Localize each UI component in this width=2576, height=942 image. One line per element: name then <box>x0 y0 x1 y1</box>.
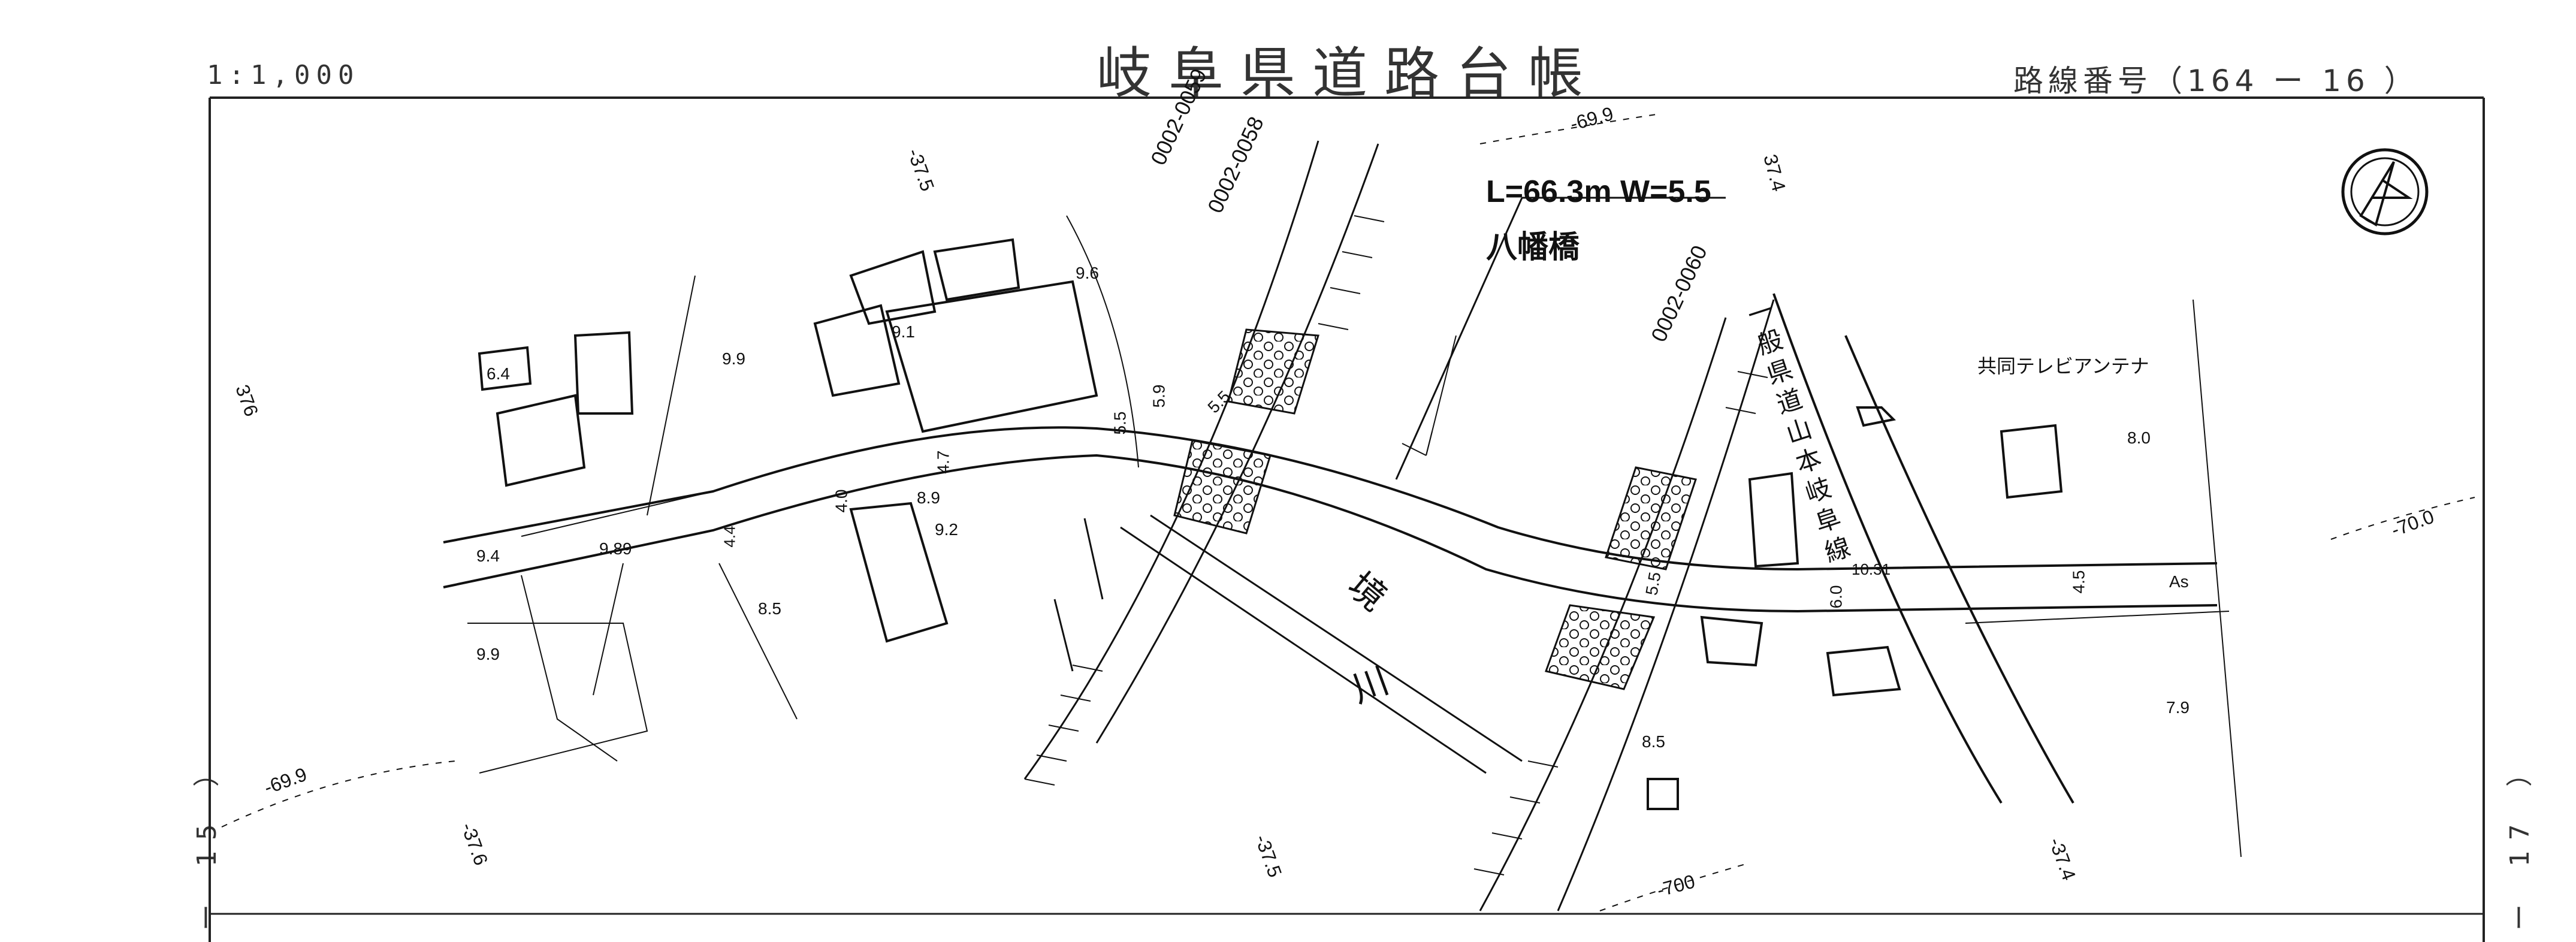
road-width: 4.7 <box>934 450 953 474</box>
map-scale: 1:1,000 <box>207 60 360 90</box>
spot-height: 8.0 <box>2127 428 2151 447</box>
map-frame <box>209 96 2485 942</box>
prefectural-road <box>1772 293 2074 804</box>
road-width: 5.9 <box>1149 384 1168 408</box>
spot-height: 9.9 <box>722 349 745 368</box>
bridge-dimensions: L=66.3m W=5.5 <box>1486 174 1711 209</box>
road-width: 10.31 <box>1852 560 1891 578</box>
spot-height: 8.5 <box>1642 732 1665 751</box>
spot-height: 9.6 <box>1076 264 1099 282</box>
road-width: 5.5 <box>1642 570 1665 597</box>
spot-height: 9.89 <box>599 539 632 558</box>
page-title: 岐阜県道路台帳 <box>1097 41 1600 105</box>
misc-lines <box>467 197 2242 858</box>
buildings <box>478 238 2063 810</box>
spot-height: 8.5 <box>758 599 781 618</box>
road-width: 5.5 <box>1110 411 1130 435</box>
north-arrow-icon <box>2341 148 2429 236</box>
spot-height: 7.9 <box>2166 698 2190 717</box>
abutment-pads <box>1173 328 1697 690</box>
main-road <box>443 426 2218 613</box>
spot-height: 9.4 <box>476 547 500 565</box>
road-width: 4.4 <box>720 526 739 548</box>
spot-height: 9.9 <box>476 645 500 663</box>
route-number: 路線番号（164 ー 16 ） <box>2013 64 2419 98</box>
spot-height: 9.2 <box>935 520 958 539</box>
road-width: 4.5 <box>2069 570 2088 594</box>
spot-height: 6.4 <box>487 364 510 383</box>
facility-label: 共同テレビアンテナ <box>1977 355 2149 377</box>
contour-lines <box>221 113 2475 911</box>
spot-height: 9.1 <box>892 322 915 341</box>
spot-height: 8.9 <box>917 488 940 507</box>
embankment-hatching <box>1024 215 1768 875</box>
bridge-name: 八幡橋 <box>1486 230 1580 265</box>
surface-label: As <box>2169 572 2189 591</box>
road-width: 4.0 <box>832 489 851 513</box>
road-width: 6.0 <box>1826 585 1846 609</box>
